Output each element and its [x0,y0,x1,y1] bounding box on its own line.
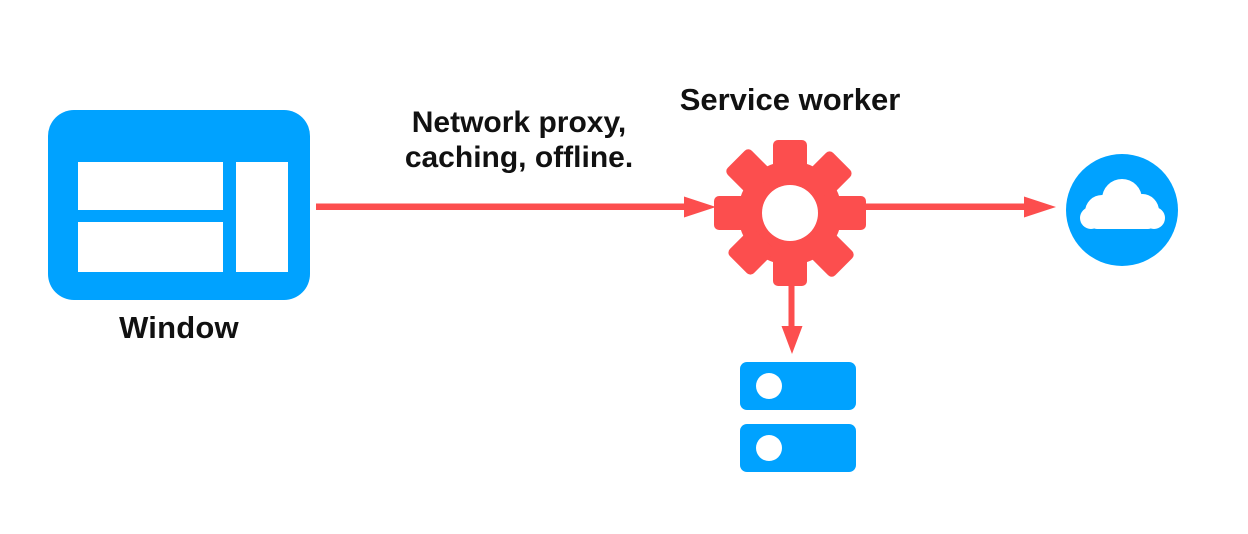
server-storage-icon [740,362,856,472]
arrow-service-worker-to-storage [780,286,804,354]
cloud-icon [1064,154,1180,266]
network-proxy-caption: Network proxy, caching, offline. [384,105,654,176]
window-panel-bottom [78,222,223,272]
service-worker-label: Service worker [679,82,901,117]
caption-line-2: caching, offline. [404,141,634,175]
storage-bar-bottom [740,424,856,472]
storage-bar-top [740,362,856,410]
storage-indicator-dot-top [756,373,782,399]
gear-icon [714,140,866,286]
window-panel-side [236,162,288,272]
caption-line-1: Network proxy, [411,106,627,139]
window-panel-top [78,162,223,210]
arrow-service-worker-to-cloud [866,196,1056,220]
browser-window-icon [48,110,310,300]
window-label: Window [119,310,239,345]
storage-indicator-dot-bottom [756,435,782,461]
window-node: Window [48,110,310,345]
arrow-window-to-service-worker [316,196,716,220]
